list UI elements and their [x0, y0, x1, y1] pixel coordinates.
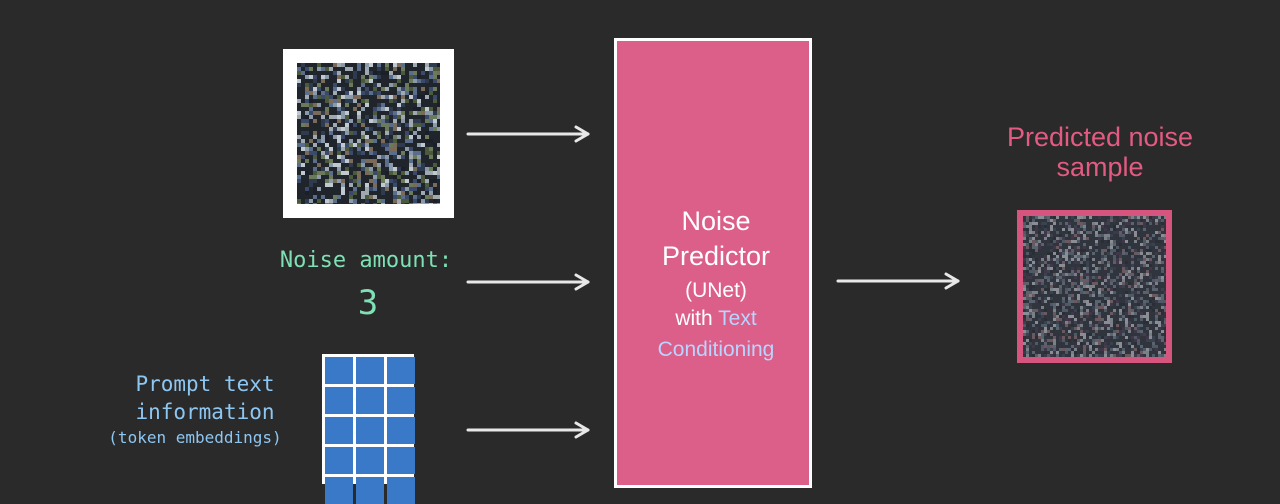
predicted-noise-texture	[1023, 216, 1166, 357]
token-cell	[356, 387, 384, 414]
token-cell	[387, 357, 415, 384]
token-cell	[325, 417, 353, 444]
token-cell	[325, 477, 353, 504]
arrow-predictor-to-output	[836, 272, 960, 290]
predictor-text-accent: Text	[718, 307, 757, 330]
predicted-noise-image	[1017, 210, 1172, 363]
predicted-noise-title-line-2: sample	[1056, 152, 1144, 182]
predictor-conditioning-line: Conditioning	[657, 338, 775, 361]
token-cell	[325, 387, 353, 414]
noise-predictor-block: Noise Predictor (UNet) with Text Conditi…	[614, 38, 812, 488]
token-cell	[387, 417, 415, 444]
arrow-noise-amount-to-predictor	[466, 273, 590, 291]
predictor-title-line-1: Noise	[681, 206, 751, 236]
token-cell	[325, 357, 353, 384]
flow-arrows	[466, 125, 960, 439]
token-cell	[387, 447, 415, 474]
predictor-with-prefix: with	[675, 307, 719, 330]
token-cell	[356, 447, 384, 474]
token-cell	[356, 477, 384, 504]
arrow-prompt-to-predictor	[466, 421, 590, 439]
arrow-noisy-image-to-predictor	[466, 125, 590, 143]
noise-texture	[297, 63, 440, 204]
token-cell	[356, 417, 384, 444]
predictor-subtitle-unet: (UNet)	[685, 279, 747, 302]
prompt-label-line-2: information	[135, 400, 275, 424]
noisy-input-image	[283, 49, 454, 218]
token-cell	[387, 477, 415, 504]
predictor-with-text-line: with Text	[617, 307, 815, 331]
predicted-noise-title-line-1: Predicted noise	[1006, 122, 1194, 152]
prompt-label-line-1: Prompt text	[135, 372, 275, 396]
predictor-title-line-2: Predictor	[661, 241, 771, 271]
token-cell	[325, 447, 353, 474]
token-cell	[387, 387, 415, 414]
noise-amount-label: Noise amount:	[279, 248, 453, 273]
prompt-label-line-3: (token embeddings)	[108, 428, 282, 447]
noise-amount-value: 3	[357, 283, 379, 323]
token-cell	[356, 357, 384, 384]
